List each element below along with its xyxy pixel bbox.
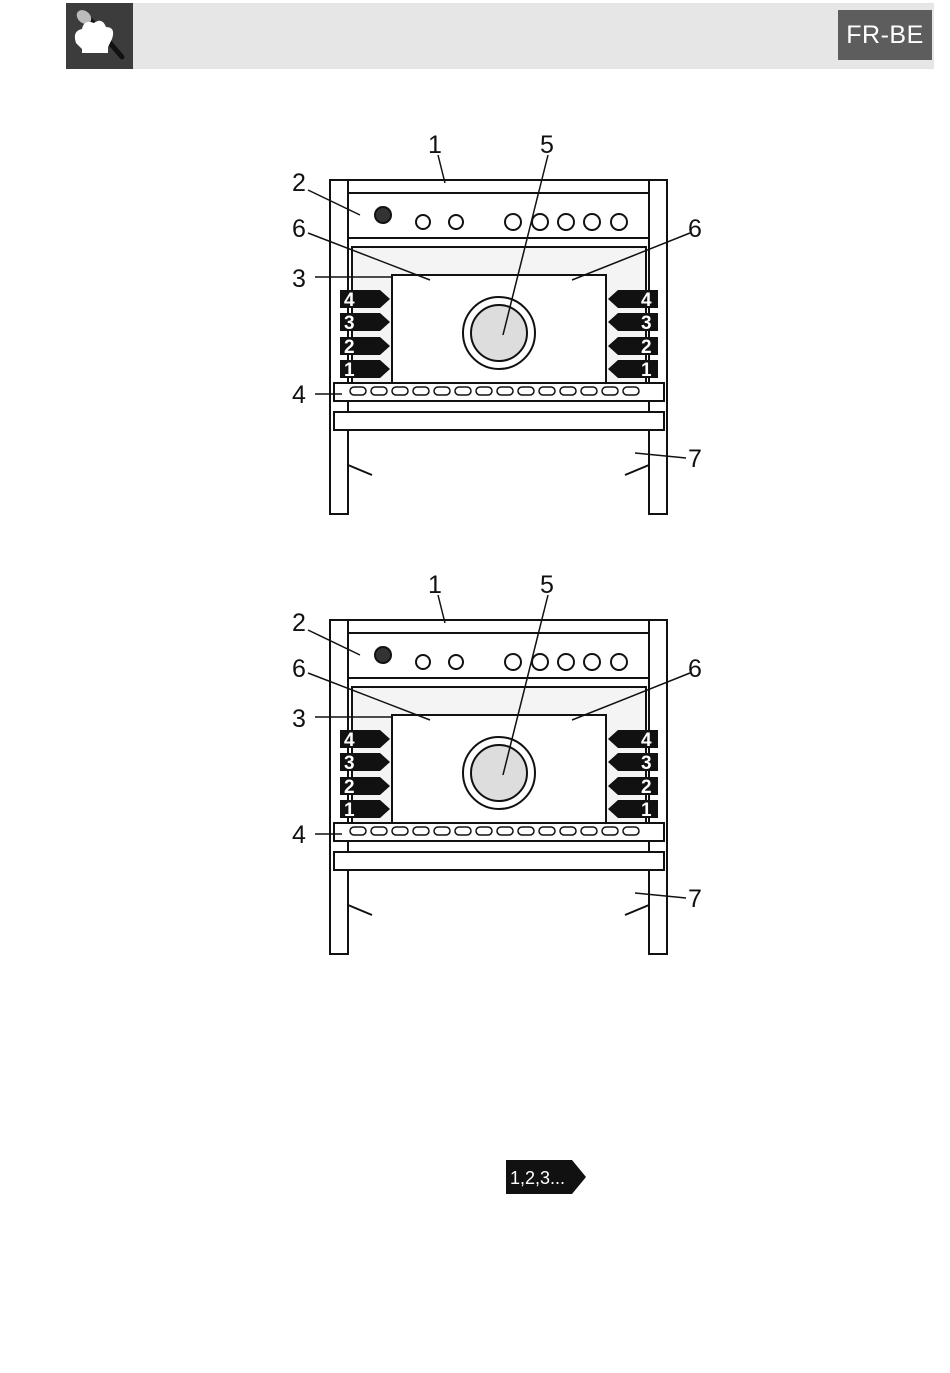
callout-label: 1 xyxy=(428,571,442,599)
burner-knob xyxy=(584,654,600,670)
shelf-level-label: 4 xyxy=(641,730,652,751)
burner-knob xyxy=(558,214,574,230)
shelf-level-label: 2 xyxy=(344,777,355,798)
shelf-level-label: 3 xyxy=(344,753,355,774)
callout-label: 4 xyxy=(292,821,306,849)
shelf-level-label: 4 xyxy=(344,730,355,751)
sequence-badge-label: 1,2,3... xyxy=(510,1168,565,1188)
shelf-level-label: 1 xyxy=(344,800,355,821)
burner-knob xyxy=(611,654,627,670)
shelf-level-label: 4 xyxy=(344,290,355,311)
shelf-level-label: 3 xyxy=(641,753,652,774)
burner-knob xyxy=(558,654,574,670)
clock-knob xyxy=(375,207,391,223)
shelf-level-label: 3 xyxy=(344,313,355,334)
shelf-level-label: 1 xyxy=(344,360,355,381)
shelf-level-label: 4 xyxy=(641,290,652,311)
logo xyxy=(66,3,133,69)
shelf-level-label: 2 xyxy=(641,337,652,358)
burner-knob xyxy=(584,214,600,230)
callout-label: 6 xyxy=(292,215,306,243)
callout-label: 7 xyxy=(688,885,702,913)
callout-label: 5 xyxy=(540,131,554,159)
shelf-level-label: 3 xyxy=(641,313,652,334)
shelf-level-label: 2 xyxy=(641,777,652,798)
burner-knob xyxy=(532,654,548,670)
thermostat-knob xyxy=(449,655,463,669)
callout-label: 5 xyxy=(540,571,554,599)
callout-label: 4 xyxy=(292,381,306,409)
callout-label: 1 xyxy=(428,131,442,159)
thermostat-knob xyxy=(449,215,463,229)
burner-knob xyxy=(611,214,627,230)
function-knob xyxy=(416,215,430,229)
callout-label: 2 xyxy=(292,169,306,197)
burner-knob xyxy=(505,654,521,670)
language-badge: FR-BE xyxy=(838,10,932,60)
function-knob xyxy=(416,655,430,669)
burner-knob xyxy=(532,214,548,230)
callout-label: 3 xyxy=(292,265,306,293)
callout-label: 3 xyxy=(292,705,306,733)
callout-label: 7 xyxy=(688,445,702,473)
callout-label: 6 xyxy=(688,655,702,683)
callout-label: 6 xyxy=(292,655,306,683)
burner-knob xyxy=(505,214,521,230)
header-bar xyxy=(66,3,934,69)
oven-diagram-2: 4 3 2 1 4 3 2 1 1 5 2 6 6 3 4 7 xyxy=(0,565,950,965)
chef-hat-spoon-icon xyxy=(66,3,133,69)
clock-knob xyxy=(375,647,391,663)
oven-diagram-1: 4 3 2 1 4 3 2 1 1 5 2 6 6 3 4 7 xyxy=(0,125,950,525)
callout-label: 2 xyxy=(292,609,306,637)
shelf-level-label: 1 xyxy=(641,360,652,381)
callout-label: 6 xyxy=(688,215,702,243)
sequence-badge: 1,2,3... xyxy=(506,1160,588,1194)
shelf-level-label: 2 xyxy=(344,337,355,358)
shelf-level-label: 1 xyxy=(641,800,652,821)
